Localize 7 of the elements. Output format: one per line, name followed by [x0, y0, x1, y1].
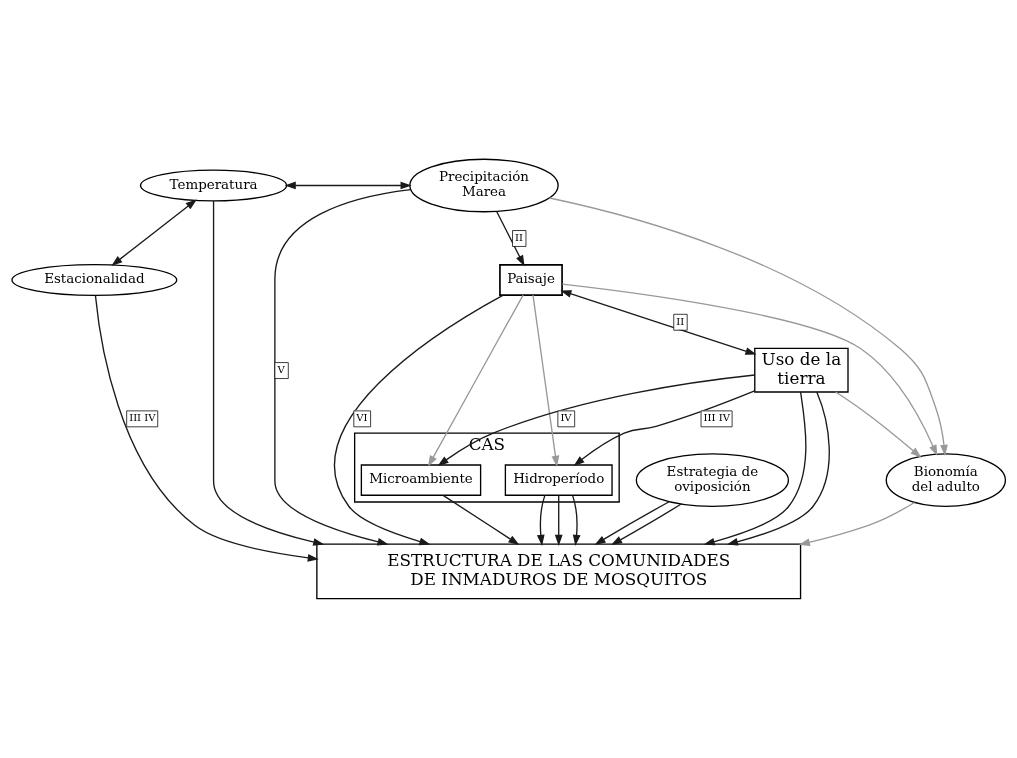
edge-label: III IV: [129, 412, 156, 424]
edge-label: IV: [560, 412, 572, 424]
edge-label: III IV: [703, 412, 730, 424]
edge-label: VI: [356, 412, 368, 424]
edge-label: V: [277, 364, 285, 376]
edge-label: II: [515, 232, 523, 244]
edge-label: II: [676, 315, 685, 327]
